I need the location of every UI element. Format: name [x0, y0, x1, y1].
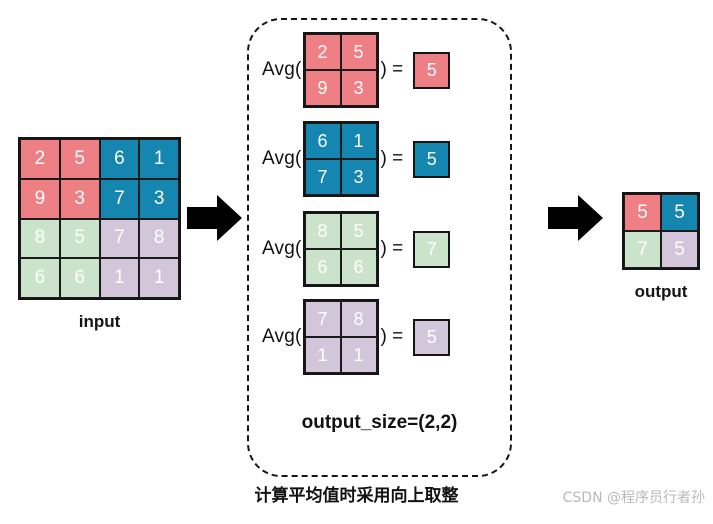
input-cell-3-0: 6 [20, 258, 60, 298]
csdn-watermark: CSDN @程序员行者孙 [562, 490, 705, 506]
avg-result-cell-3: 5 [413, 318, 451, 356]
output-cell-1-0: 7 [624, 231, 661, 268]
avg-function-label: Avg( [262, 238, 302, 259]
avg-function-label: Avg( [262, 59, 302, 80]
right-arrow-icon [187, 193, 243, 248]
avg-function-label: Avg( [262, 148, 302, 169]
avg-window-cell-3-0-0: 7 [304, 301, 341, 337]
avg-equals-label: ) = [380, 326, 404, 347]
avg-equals-label: ) = [380, 238, 404, 259]
right-arrow-icon [548, 193, 604, 248]
avg-window-cell-2-1-0: 6 [304, 249, 341, 285]
output-size-label: output_size=(2,2) [301, 412, 458, 433]
avg-function-label: Avg( [262, 326, 302, 347]
input-cell-1-2: 7 [99, 178, 140, 219]
avg-window-cell-1-1-0: 7 [304, 159, 341, 195]
input-cell-3-1: 6 [59, 258, 100, 298]
avg-window-cell-3-1-0: 1 [304, 337, 341, 373]
input-cell-1-3: 3 [139, 178, 179, 219]
bottom-note: 计算平均值时采用向上取整 [254, 486, 459, 506]
pooling-operation-container [247, 18, 512, 477]
avg-window-cell-3-0-1: 8 [340, 301, 377, 337]
output-cell-1-1: 5 [661, 231, 698, 268]
avg-equals-label: ) = [380, 148, 404, 169]
avg-window-cell-0-0-0: 2 [304, 34, 341, 70]
input-cell-0-3: 1 [139, 139, 179, 179]
input-cell-0-0: 2 [20, 139, 60, 179]
avg-window-cell-1-0-0: 6 [304, 123, 341, 159]
input-cell-2-3: 8 [139, 218, 179, 259]
avg-window-cell-2-1-1: 6 [340, 249, 377, 285]
input-cell-1-0: 9 [20, 178, 60, 219]
input-cell-0-2: 6 [99, 139, 140, 179]
output-cell-0-1: 5 [661, 194, 698, 231]
avg-result-cell-2: 7 [413, 230, 451, 268]
input-cell-1-1: 3 [59, 178, 100, 219]
input-label: input [78, 312, 121, 331]
avg-window-cell-2-0-0: 8 [304, 213, 341, 249]
avg-window-cell-3-1-1: 1 [340, 337, 377, 373]
input-cell-2-2: 7 [99, 218, 140, 259]
avg-result-cell-1: 5 [413, 140, 451, 178]
input-cell-0-1: 5 [59, 139, 100, 179]
avg-window-cell-0-1-1: 3 [340, 70, 377, 106]
output-cell-0-0: 5 [624, 194, 661, 231]
input-cell-2-0: 8 [20, 218, 60, 259]
avg-window-cell-0-0-1: 5 [340, 34, 377, 70]
avg-window-cell-2-0-1: 5 [340, 213, 377, 249]
output-label: output [634, 282, 688, 301]
avg-result-cell-0: 5 [413, 51, 451, 89]
input-cell-2-1: 5 [59, 218, 100, 259]
input-cell-3-3: 1 [139, 258, 179, 298]
avg-window-cell-1-1-1: 3 [340, 159, 377, 195]
input-cell-3-2: 1 [99, 258, 140, 298]
avg-window-cell-0-1-0: 9 [304, 70, 341, 106]
avg-equals-label: ) = [380, 59, 404, 80]
avg-window-cell-1-0-1: 1 [340, 123, 377, 159]
